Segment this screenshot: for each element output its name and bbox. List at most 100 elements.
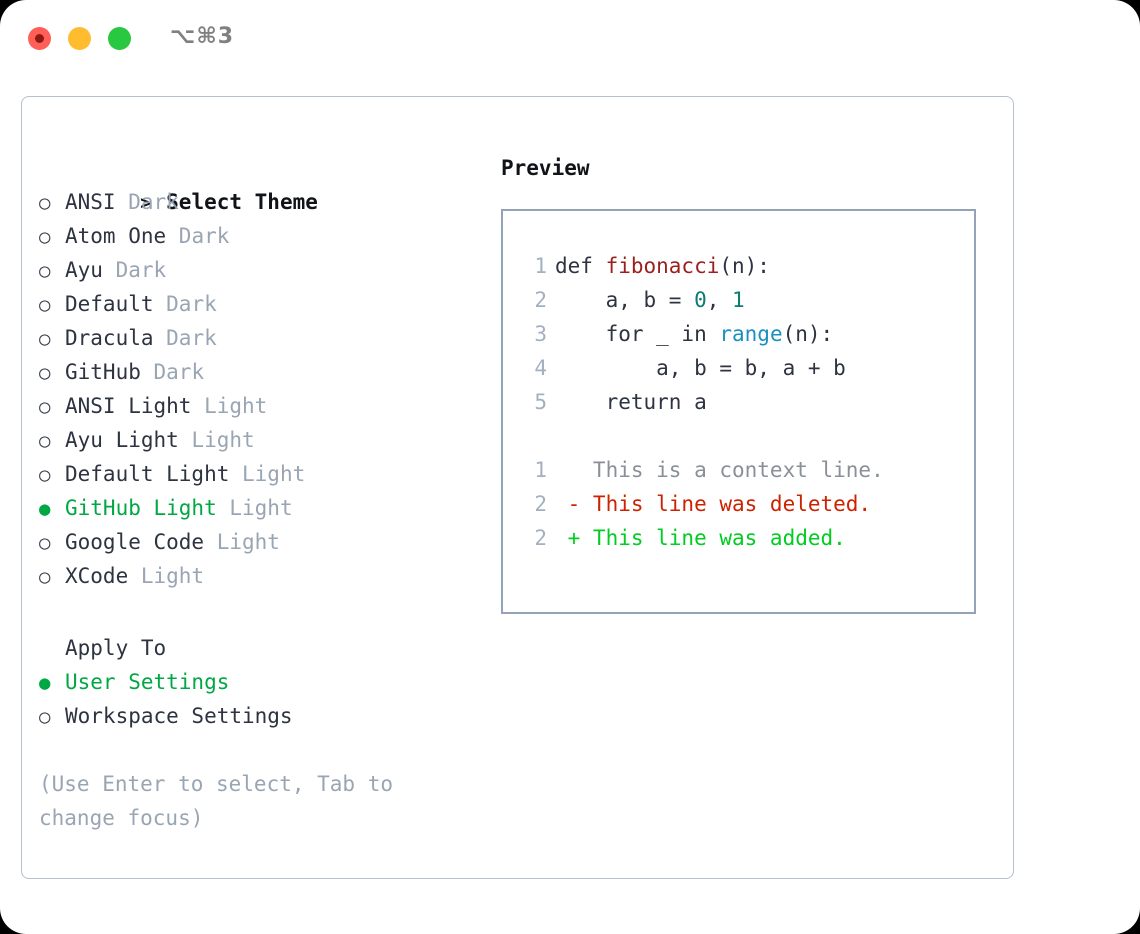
theme-option-label: XCode	[65, 564, 141, 588]
theme-option-ansi[interactable]: ○ ANSI Dark	[39, 185, 489, 219]
radio-unselected-icon: ○	[39, 706, 51, 728]
code-token: 0	[694, 288, 707, 312]
radio-unselected-icon: ○	[39, 566, 51, 588]
radio-unselected-icon: ○	[39, 294, 51, 316]
radio-unselected-icon: ○	[39, 396, 51, 418]
prompt-caret-icon: >	[140, 192, 152, 214]
diff-line-del: 2 - This line was deleted.	[521, 487, 974, 521]
preview-title: Preview	[501, 156, 590, 180]
diff-sample: 1 This is a context line.2 - This line w…	[521, 453, 974, 555]
diff-line-text: + This line was added.	[555, 526, 846, 550]
theme-variant-label: Dark	[178, 224, 230, 248]
code-token: 1	[732, 288, 745, 312]
theme-option-default-light[interactable]: ○ Default Light Light	[39, 457, 489, 491]
code-token: a, b = b, a + b	[555, 356, 846, 380]
theme-option-label: Ayu	[65, 258, 116, 282]
theme-option-label: ANSI Light	[65, 394, 205, 418]
theme-variant-label: Dark	[166, 326, 217, 350]
keyboard-hint-text: (Use Enter to select, Tab to change focu…	[39, 772, 394, 830]
theme-variant-label: Light	[229, 496, 293, 520]
theme-option-label: Default	[65, 292, 167, 316]
code-token: range	[719, 322, 783, 346]
apply-to-option-label: Workspace Settings	[65, 704, 293, 728]
theme-option-label: Atom One	[65, 224, 179, 248]
diff-line-text: This is a context line.	[555, 458, 884, 482]
theme-variant-label: Dark	[115, 258, 167, 282]
theme-variant-label: Dark	[128, 190, 179, 214]
theme-variant-label: Light	[216, 530, 280, 554]
line-number: 2	[534, 288, 547, 312]
theme-option-ansi-light[interactable]: ○ANSI Light Light	[39, 389, 489, 423]
line-number: 1	[534, 458, 547, 482]
radio-unselected-icon: ○	[39, 226, 51, 248]
apply-to-options-list[interactable]: ● User Settings ○ Workspace Settings	[39, 665, 489, 733]
theme-option-default[interactable]: ○ Default Dark	[39, 287, 489, 321]
diff-line-text: - This line was deleted.	[555, 492, 872, 516]
theme-variant-label: Light	[191, 428, 255, 452]
theme-option-label: Ayu Light	[65, 428, 192, 452]
radio-selected-icon: ●	[39, 672, 51, 694]
apply-to-title: Apply To	[65, 636, 167, 660]
radio-unselected-icon: ○	[39, 328, 51, 350]
radio-unselected-icon: ○	[39, 362, 51, 384]
theme-list-header: > Select Theme	[39, 151, 489, 214]
code-line: 2 a, b = 0, 1	[521, 283, 974, 317]
radio-unselected-icon: ○	[39, 192, 51, 214]
theme-variant-label: Dark	[153, 360, 205, 384]
theme-option-dracula[interactable]: ○ Dracula Dark	[39, 321, 489, 355]
minimize-button[interactable]	[68, 27, 91, 50]
apply-to-option-user-settings[interactable]: ● User Settings	[39, 665, 489, 699]
radio-selected-icon: ●	[39, 498, 51, 520]
theme-options-list[interactable]: ○ANSI Dark○Atom One Dark○Ayu Dark○Defaul…	[39, 185, 489, 593]
maximize-button[interactable]	[108, 27, 131, 50]
line-number: 2	[534, 526, 547, 550]
theme-option-label: Google Code	[65, 530, 217, 554]
theme-list-column: >Select Theme ○ANSI Dark○Atom One Dark○A…	[39, 151, 489, 835]
theme-selector-panel: >Select Theme ○ANSI Dark○Atom One Dark○A…	[21, 96, 1014, 879]
code-token: (n):	[782, 322, 834, 346]
line-number: 2	[534, 492, 547, 516]
code-token: def	[555, 254, 606, 278]
code-token: for _ in	[555, 322, 720, 346]
radio-unselected-icon: ○	[39, 430, 51, 452]
theme-option-ayu[interactable]: ○Ayu Dark	[39, 253, 489, 287]
theme-variant-label: Light	[242, 462, 306, 486]
theme-option-label: Dracula	[65, 326, 167, 350]
title-bar: ⌥⌘3	[0, 0, 1140, 78]
theme-option-ayu-light[interactable]: ○ Ayu Light Light	[39, 423, 489, 457]
code-line: 3 for _ in range(n):	[521, 317, 974, 351]
code-token: a, b =	[555, 288, 695, 312]
theme-option-label: GitHub	[65, 360, 154, 384]
code-token: (n):	[719, 254, 770, 278]
theme-option-label: ANSI	[65, 190, 129, 214]
theme-option-label: GitHub Light	[65, 496, 230, 520]
theme-option-atom-one[interactable]: ○ Atom One Dark	[39, 219, 489, 253]
code-line: 5 return a	[521, 385, 974, 419]
radio-unselected-icon: ○	[39, 532, 51, 554]
keyboard-shortcut-label: ⌥⌘3	[170, 24, 235, 49]
code-token: ,	[706, 288, 733, 312]
close-button[interactable]	[28, 27, 51, 50]
diff-line-add: 2 + This line was added.	[521, 521, 974, 555]
apply-to-option-workspace-settings[interactable]: ○ Workspace Settings	[39, 699, 489, 733]
theme-option-label: Default Light	[65, 462, 243, 486]
theme-variant-label: Dark	[166, 292, 217, 316]
theme-variant-label: Light	[140, 564, 205, 588]
code-line: 4 a, b = b, a + b	[521, 351, 974, 385]
theme-option-github[interactable]: ○ GitHub Dark	[39, 355, 489, 389]
code-token: return a	[555, 390, 707, 414]
apply-to-option-label: User Settings	[65, 670, 230, 694]
radio-unselected-icon: ○	[39, 464, 51, 486]
theme-option-google-code[interactable]: ○ Google Code Light	[39, 525, 489, 559]
line-number: 1	[534, 254, 547, 278]
line-number: 3	[534, 322, 547, 346]
theme-option-github-light[interactable]: ● GitHub Light Light	[39, 491, 489, 525]
diff-line-ctx: 1 This is a context line.	[521, 453, 974, 487]
theme-option-xcode[interactable]: ○ XCode Light	[39, 559, 489, 593]
spacer	[521, 419, 974, 453]
page-title: Select Theme	[166, 190, 318, 214]
